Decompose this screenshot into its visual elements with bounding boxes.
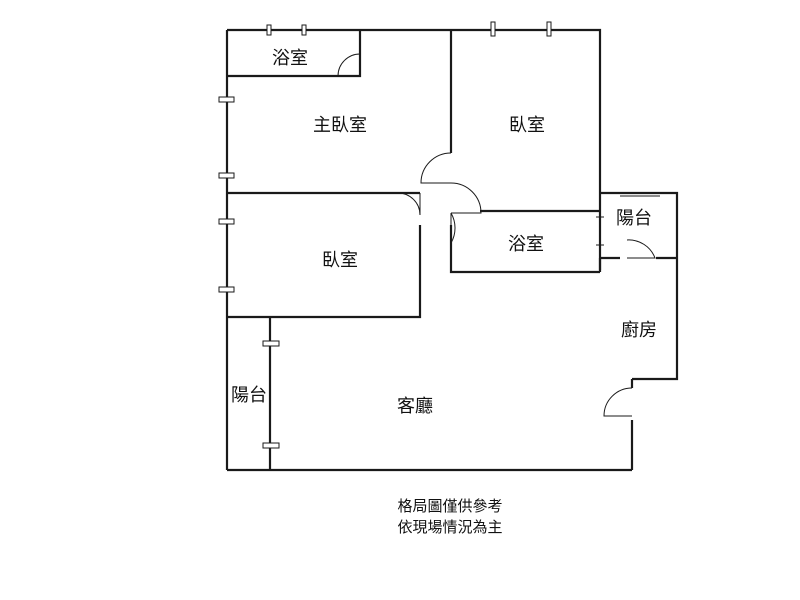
door-entrance (603, 387, 633, 417)
window-top-2 (301, 24, 307, 36)
door-bath-middle (450, 212, 456, 245)
windows (218, 21, 660, 449)
walls (225, 28, 679, 472)
window-left-4 (218, 286, 235, 293)
window-balcony-2 (262, 442, 280, 449)
door-bedroom-left (397, 192, 421, 216)
door-bedroom-right (420, 152, 452, 184)
label-bath-top: 浴室 (272, 48, 308, 69)
label-kitchen: 廚房 (621, 319, 657, 341)
doors (337, 53, 656, 417)
label-living-room: 客廳 (397, 396, 433, 417)
window-left-2 (218, 172, 235, 179)
door-bath-top (337, 53, 361, 77)
window-left-1 (218, 96, 235, 103)
label-balcony-left: 陽台 (231, 385, 267, 406)
label-master-bedroom: 主臥室 (313, 115, 367, 136)
disclaimer: 格局圖僅供參考 依現場情況為主 (300, 496, 600, 538)
window-top-4 (546, 21, 552, 37)
disclaimer-line-1: 格局圖僅供參考 (397, 497, 503, 515)
window-top-1 (266, 24, 272, 36)
label-bath-middle: 浴室 (508, 234, 544, 255)
window-balcony-1 (262, 340, 280, 347)
disclaimer-line-2: 依現場情況為主 (397, 518, 503, 536)
label-bedroom-right: 臥室 (509, 115, 545, 136)
window-left-3 (218, 218, 235, 225)
door-balcony-right (626, 239, 656, 259)
window-top-3 (490, 21, 496, 37)
label-balcony-right: 陽台 (616, 208, 652, 229)
door-hall (450, 182, 482, 214)
label-bedroom-left: 臥室 (322, 250, 358, 271)
